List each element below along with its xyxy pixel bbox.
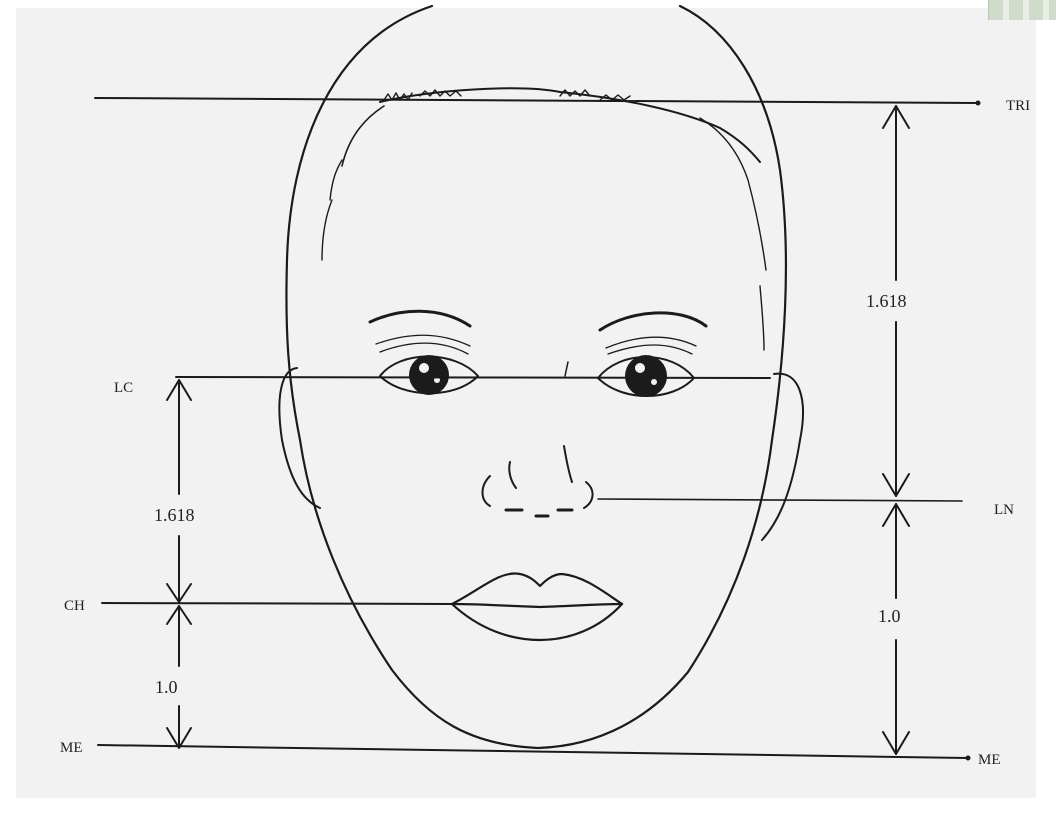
ratio-right-upper: 1.618 xyxy=(866,291,907,311)
right-eyelid-lines xyxy=(606,337,696,354)
right-eye xyxy=(598,355,694,397)
label-me-right: ME xyxy=(978,752,1001,768)
label-ch: CH xyxy=(64,598,85,614)
hairline-inner xyxy=(342,106,384,166)
lips xyxy=(452,573,622,640)
label-me-left: ME xyxy=(60,740,83,756)
nose xyxy=(483,362,593,516)
ln-line xyxy=(598,499,962,501)
label-ln: LN xyxy=(994,502,1014,518)
right-eyebrow xyxy=(600,313,706,330)
label-lc: LC xyxy=(114,380,133,396)
left-eye xyxy=(380,355,478,395)
hair-strands-right xyxy=(560,90,766,350)
ratio-left-upper: 1.618 xyxy=(154,505,195,525)
ch-line xyxy=(102,603,452,604)
hair-strands-left xyxy=(322,90,461,260)
ratio-left-lower: 1.0 xyxy=(155,677,178,697)
label-tri: TRI xyxy=(1006,98,1030,114)
left-eyelid-lines xyxy=(376,335,470,354)
lc-line xyxy=(176,377,770,378)
right-ear xyxy=(762,374,803,540)
me-line-end xyxy=(966,756,971,761)
tri-line xyxy=(95,98,978,103)
ratio-right-lower: 1.0 xyxy=(878,606,901,626)
left-eyebrow xyxy=(370,311,470,326)
tri-line-end xyxy=(976,101,981,106)
